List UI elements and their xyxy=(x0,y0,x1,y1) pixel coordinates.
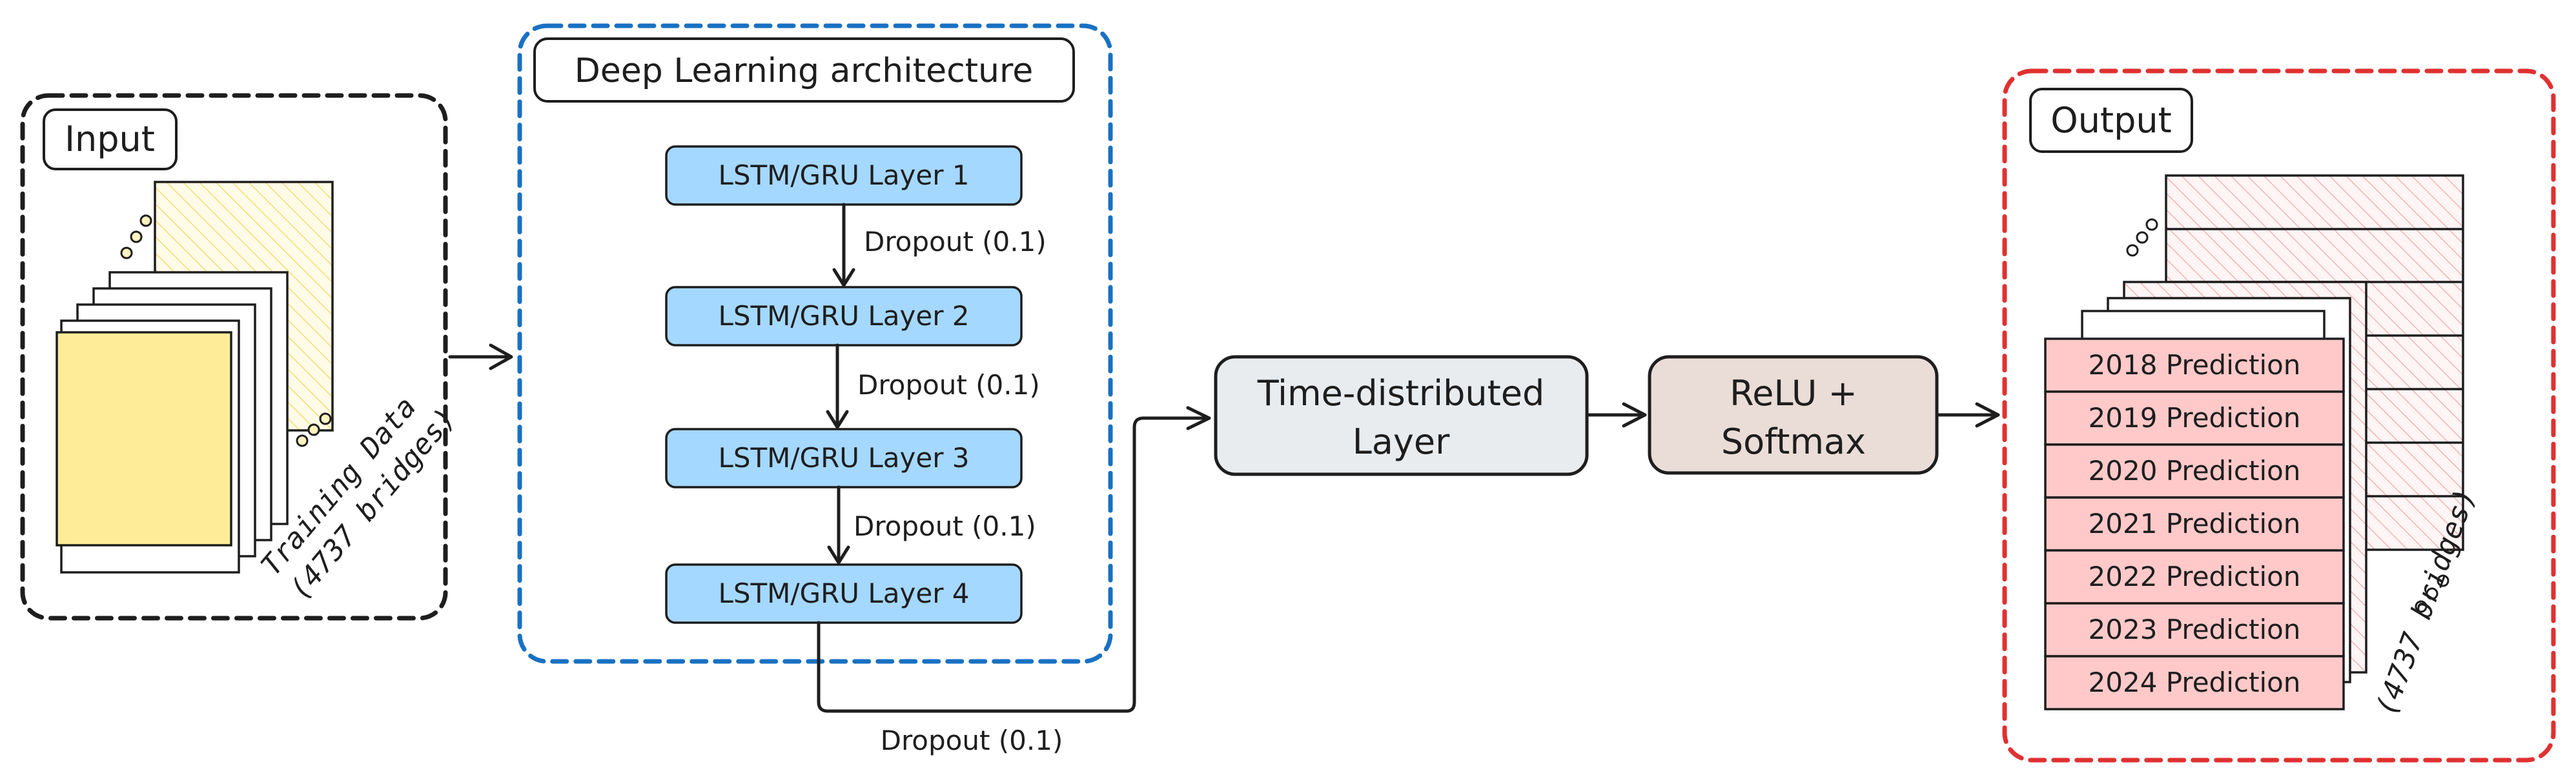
time-distributed-label-line2: Layer xyxy=(1353,421,1450,462)
time-distributed-label-line1: Time-distributed xyxy=(1257,373,1545,414)
more-sheets-dots-icon xyxy=(120,214,152,259)
arrow-layer4-to-time-distributed xyxy=(817,406,1211,713)
prediction-2020: 2020 Prediction xyxy=(2089,455,2301,487)
dropout-label-2: Dropout (0.1) xyxy=(857,369,1040,401)
prediction-2019: 2019 Prediction xyxy=(2089,402,2301,434)
prediction-2022: 2022 Prediction xyxy=(2089,561,2301,592)
output-label-box xyxy=(2029,88,2193,153)
prediction-list: 2018 Prediction 2019 Prediction 2020 Pre… xyxy=(2044,337,2345,710)
output-label: Output xyxy=(2050,100,2172,141)
arrow-layer1-to-layer2 xyxy=(832,203,855,287)
architecture-label-box xyxy=(533,37,1075,103)
lstm-gru-layer-2 xyxy=(665,286,1023,347)
arrow-time-distributed-to-relu xyxy=(1586,402,1647,428)
input-label-box xyxy=(43,108,178,170)
arrow-layer3-to-layer4 xyxy=(827,485,850,565)
more-sheets-dots-icon xyxy=(296,412,332,447)
lstm-gru-layer-3-label: LSTM/GRU Layer 3 xyxy=(718,442,969,474)
prediction-2022-box xyxy=(2044,549,2345,605)
prediction-2024-box xyxy=(2044,655,2345,710)
prediction-2024: 2024 Prediction xyxy=(2089,667,2301,698)
output-group: Output 2018 Prediction 2019 Prediction 2… xyxy=(2002,68,2556,763)
arrow-layer2-to-layer3 xyxy=(826,343,849,429)
prediction-2023-box xyxy=(2044,602,2345,658)
output-group-border xyxy=(2002,68,2556,763)
lstm-gru-layer-4 xyxy=(665,563,1023,624)
relu-softmax-layer: ReLU + Softmax xyxy=(1648,355,1939,475)
lstm-gru-layer-1-label: LSTM/GRU Layer 1 xyxy=(718,159,969,191)
input-group-border xyxy=(20,93,448,621)
prediction-2021: 2021 Prediction xyxy=(2089,508,2301,539)
arrow-relu-to-output xyxy=(1936,402,2000,428)
more-bridges-dots-icon xyxy=(2415,574,2449,613)
architecture-group: Deep Learning architecture LSTM/GRU Laye… xyxy=(517,23,1113,664)
prediction-2018: 2018 Prediction xyxy=(2089,349,2301,381)
input-group: Input Training Data (4737 bridges) xyxy=(20,93,462,621)
prediction-2023: 2023 Prediction xyxy=(2089,614,2301,645)
dropout-label-3: Dropout (0.1) xyxy=(854,510,1036,542)
lstm-gru-layer-2-label: LSTM/GRU Layer 2 xyxy=(718,300,969,332)
relu-softmax-label-line2: Softmax xyxy=(1721,421,1866,462)
more-predictions-dots-icon xyxy=(2126,218,2158,257)
time-distributed-layer: Time-distributed Layer xyxy=(1214,355,1589,476)
relu-softmax-label-line1: ReLU + xyxy=(1730,373,1857,414)
dropout-label-final: Dropout (0.1) xyxy=(881,725,1063,756)
training-sheet-front xyxy=(56,331,232,547)
lstm-gru-layer-3 xyxy=(665,428,1023,488)
lstm-gru-layer-4-label: LSTM/GRU Layer 4 xyxy=(718,578,969,609)
architecture-label: Deep Learning architecture xyxy=(575,52,1033,90)
prediction-2021-box xyxy=(2044,496,2345,552)
architecture-group-border xyxy=(517,23,1113,664)
dropout-label-1: Dropout (0.1) xyxy=(864,226,1047,257)
input-label: Input xyxy=(65,119,155,159)
prediction-2020-box xyxy=(2044,443,2345,499)
arrow-input-to-architecture xyxy=(448,343,513,370)
